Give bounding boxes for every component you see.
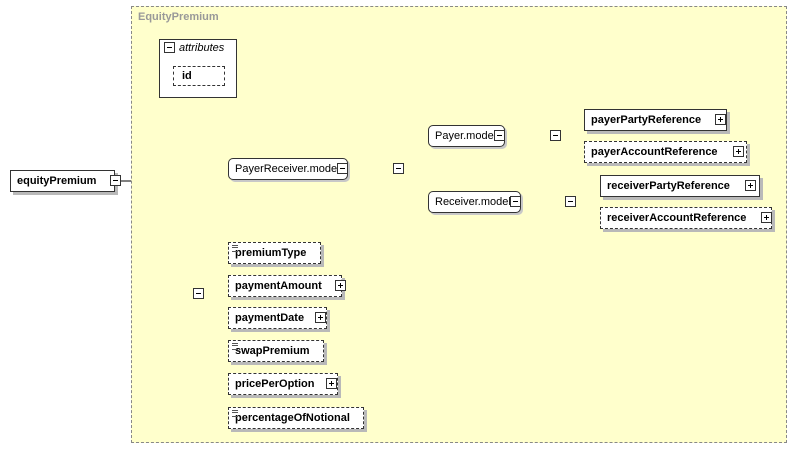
simple-type-icon [232,245,238,252]
group-label: Receiver.model [435,196,511,208]
element-paymentAmount[interactable]: paymentAmount [228,275,342,297]
collapse-icon[interactable] [337,163,348,174]
collapse-icon[interactable] [510,196,521,207]
expand-icon[interactable] [745,180,756,191]
element-label: paymentAmount [235,280,322,292]
group-payer-receiver-model[interactable]: PayerReceiver.model [228,158,348,180]
element-label: payerAccountReference [591,146,718,158]
expand-icon[interactable] [761,212,772,223]
attributes-label: attributes [179,42,225,54]
simple-type-icon [232,410,238,417]
complex-type-title: EquityPremium [138,11,219,23]
element-label: receiverAccountReference [607,212,747,224]
element-percentageOfNotional[interactable]: percentageOfNotional [228,407,364,429]
collapse-icon[interactable] [193,288,204,299]
simple-type-icon [232,343,238,350]
element-pricePerOption[interactable]: pricePerOption [228,373,338,395]
element-paymentDate[interactable]: paymentDate [228,307,327,329]
element-receiverAccountReference[interactable]: receiverAccountReference [600,207,772,229]
expand-icon[interactable] [326,378,337,389]
element-label: payerPartyReference [591,114,702,126]
expand-icon[interactable] [715,114,726,125]
collapse-icon[interactable] [494,130,505,141]
element-label: paymentDate [235,312,305,324]
element-label: receiverPartyReference [607,180,730,192]
group-receiver-model[interactable]: Receiver.model [428,191,521,213]
element-label: pricePerOption [235,378,315,390]
root-element-equityPremium[interactable]: equityPremium [10,170,115,192]
collapse-icon[interactable] [164,42,175,53]
collapse-icon[interactable] [110,175,121,186]
expand-icon[interactable] [335,280,346,291]
expand-icon[interactable] [733,146,744,157]
element-label: percentageOfNotional [235,412,350,424]
element-receiverPartyReference[interactable]: receiverPartyReference [600,175,760,197]
element-label: equityPremium [17,175,97,187]
element-payerAccountReference[interactable]: payerAccountReference [584,141,747,163]
expand-icon[interactable] [315,312,326,323]
element-label: premiumType [235,247,307,259]
element-swapPremium[interactable]: swapPremium [228,340,324,362]
collapse-icon[interactable] [565,196,576,207]
element-payerPartyReference[interactable]: payerPartyReference [584,109,727,131]
collapse-icon[interactable] [550,130,561,141]
attribute-id[interactable]: id [173,66,225,86]
group-label: PayerReceiver.model [235,163,340,175]
element-premiumType[interactable]: premiumType [228,242,321,264]
collapse-icon[interactable] [393,163,404,174]
group-label: Payer.model [435,130,497,142]
element-label: swapPremium [235,345,310,357]
